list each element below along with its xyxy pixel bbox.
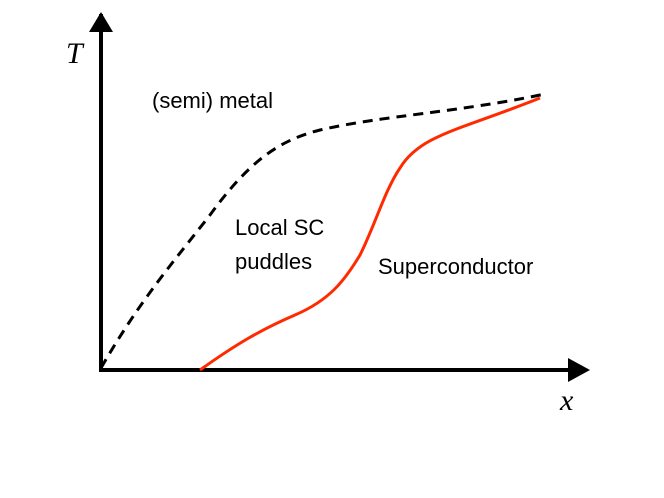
region-label-puddles-line2: puddles — [235, 249, 312, 274]
region-label-metal: (semi) metal — [152, 88, 273, 113]
region-label-superconductor: Superconductor — [378, 254, 533, 279]
y-axis-symbol: T — [66, 37, 85, 70]
x-axis-symbol: x — [559, 384, 574, 417]
region-label-puddles-line1: Local SC — [235, 215, 324, 240]
y-axis-arrowhead — [89, 12, 113, 32]
crossover-curve-dashed — [99, 92, 546, 369]
superconducting-transition-curve — [199, 96, 541, 372]
x-axis-arrowhead — [568, 358, 590, 382]
